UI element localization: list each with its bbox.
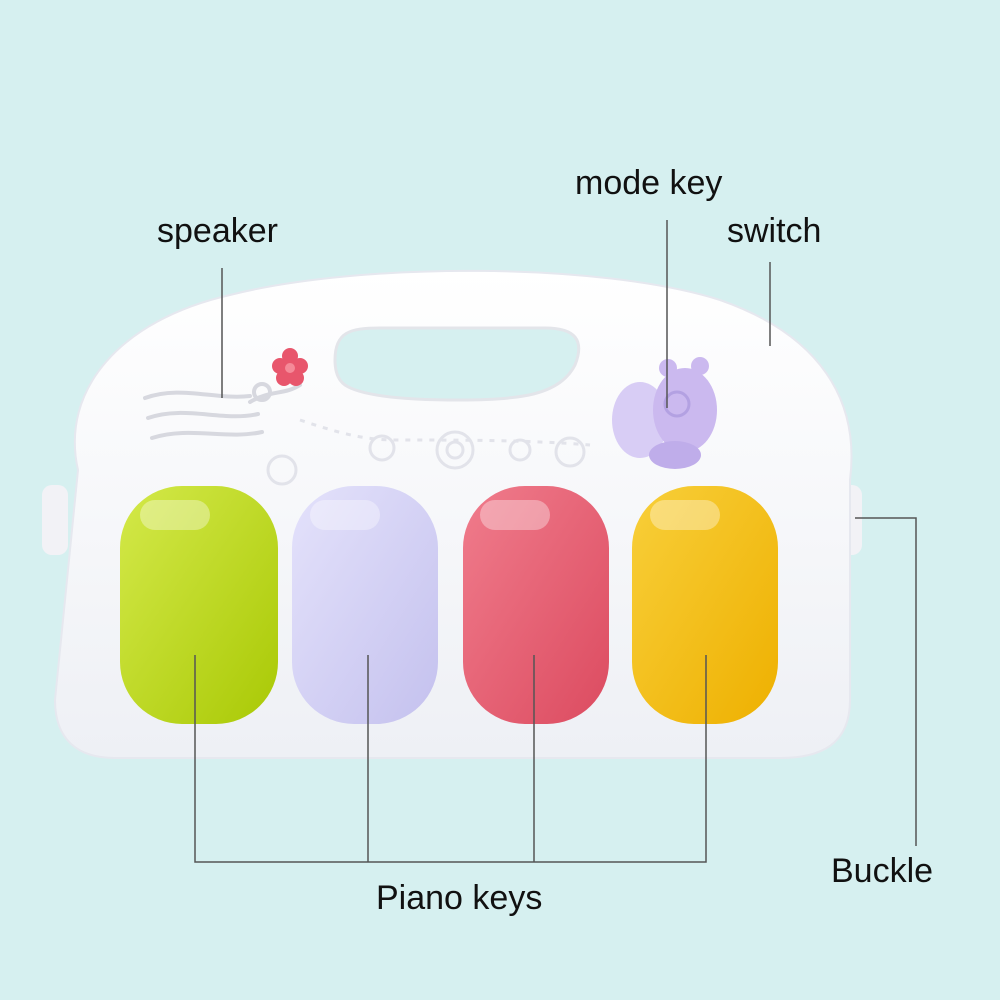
switch-label: switch: [727, 212, 822, 250]
speaker-label: speaker: [157, 212, 278, 250]
embossed-decorations: [266, 418, 591, 486]
key-highlights: [140, 500, 720, 530]
flower-icon: [272, 348, 308, 386]
buckle-label: Buckle: [831, 852, 934, 890]
piano-key-green[interactable]: [120, 486, 278, 724]
piano-key-purple[interactable]: [292, 486, 438, 724]
leader-lines: [194, 220, 917, 863]
mode-key-label: mode key: [575, 164, 723, 202]
piano-keys-label: Piano keys: [376, 879, 543, 917]
piano-key-yellow[interactable]: [632, 486, 778, 724]
handle-hole: [333, 326, 581, 402]
bee-mode-key-icon: [612, 357, 717, 469]
piano-key-red[interactable]: [463, 486, 609, 724]
buckle-tab-left: [42, 485, 68, 555]
speaker-grille: [143, 382, 302, 440]
